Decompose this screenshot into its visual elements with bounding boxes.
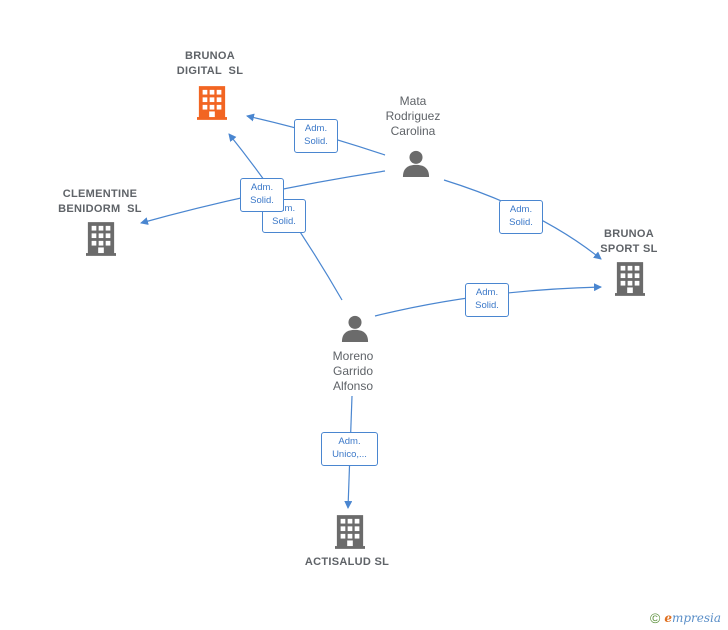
clementine-label[interactable]: CLEMENTINE BENIDORM SL (58, 188, 142, 215)
brunoa-digital-building-icon[interactable] (197, 86, 227, 120)
empresia-watermark: © empresia (650, 610, 721, 626)
empresia-logo: empresia (664, 611, 722, 625)
clementine-building-icon[interactable] (86, 222, 116, 256)
actisalud-label[interactable]: ACTISALUD SL (304, 556, 390, 568)
moreno-person-icon[interactable] (341, 315, 369, 342)
mata-label[interactable]: Mata Rodriguez Carolina (385, 94, 441, 138)
role-moreno-brunoa-sport: Adm. Solid. (465, 283, 509, 317)
role-mata-brunoa-digital: Adm. Solid. (294, 119, 338, 153)
role-mata-brunoa-sport: Adm. Solid. (499, 200, 543, 234)
moreno-label[interactable]: Moreno Garrido Alfonso (332, 349, 374, 393)
brunoa-sport-building-icon[interactable] (615, 262, 645, 296)
role-moreno-actisalud: Adm. Unico,... (321, 432, 378, 466)
mata-person-icon[interactable] (402, 150, 430, 177)
brunoa-digital-label[interactable]: BRUNOA DIGITAL SL (176, 50, 244, 77)
role-mata-clementine: Adm. Solid. (240, 178, 284, 212)
brunoa-sport-label[interactable]: BRUNOA SPORT SL (600, 228, 658, 255)
actisalud-building-icon[interactable] (335, 515, 365, 549)
copyright-icon: © (650, 610, 661, 626)
